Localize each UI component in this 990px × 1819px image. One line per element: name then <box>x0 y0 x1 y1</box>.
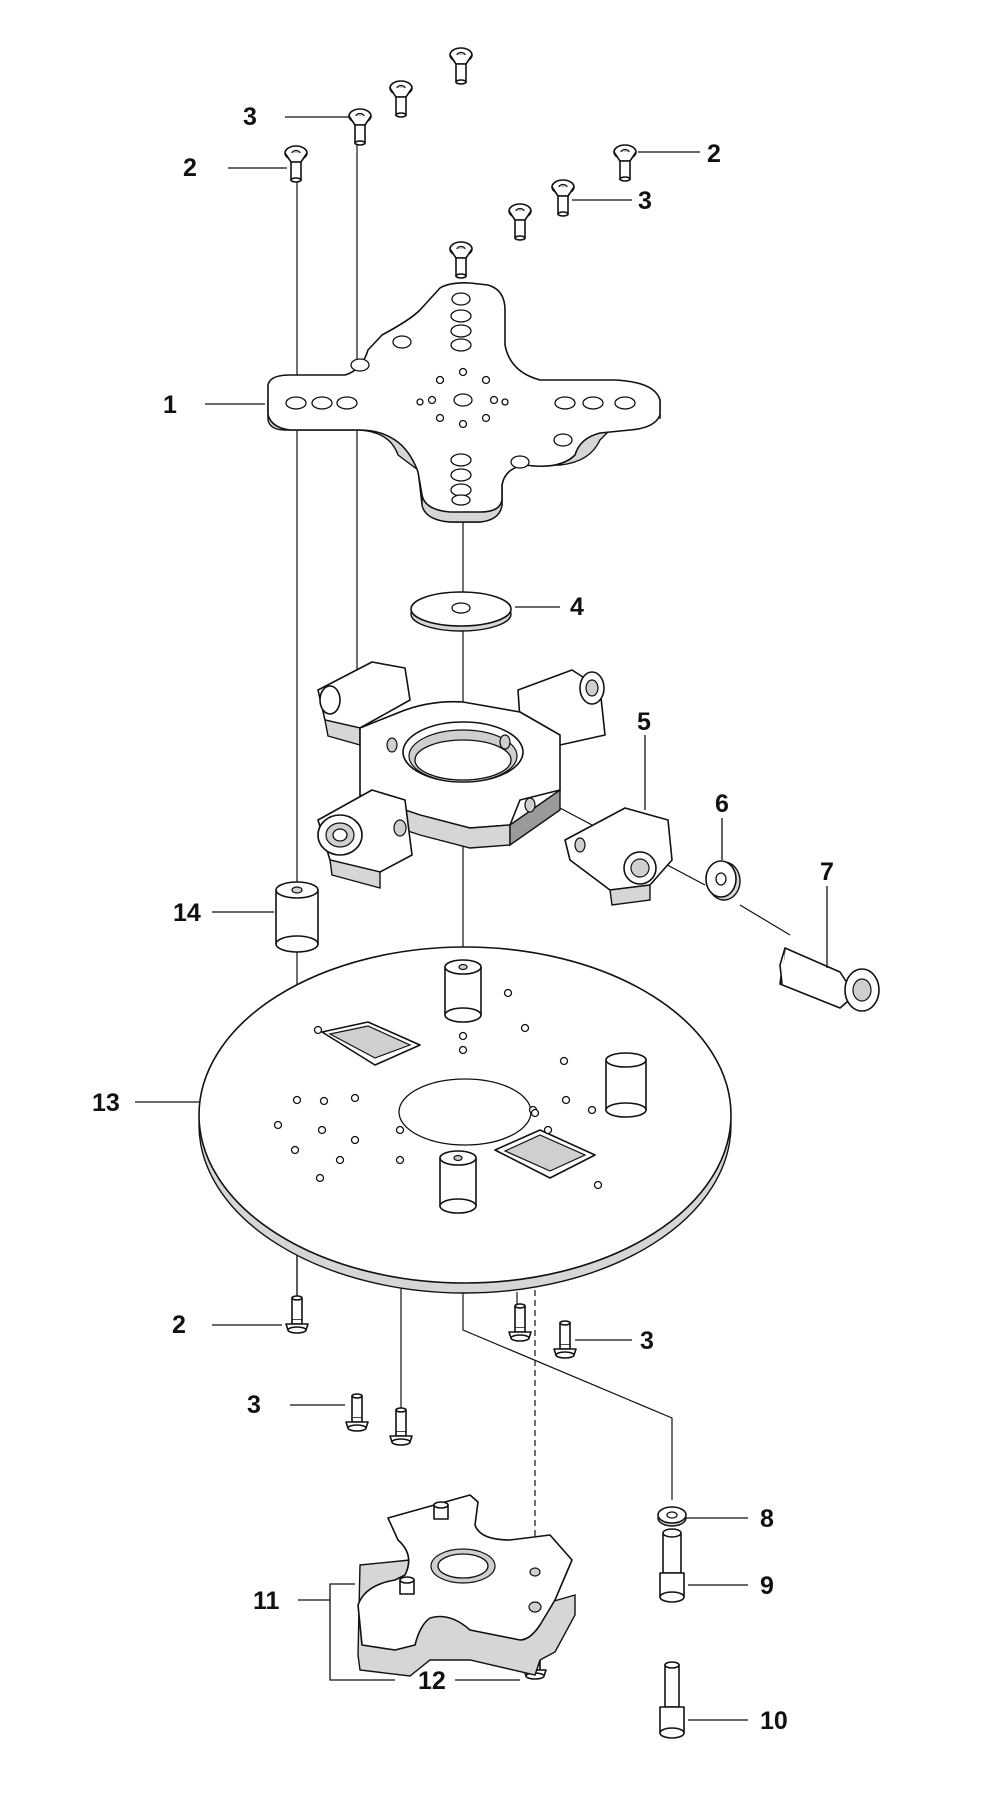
callout-2: 2 <box>183 154 197 182</box>
base-disc <box>198 946 732 1294</box>
callout-3: 3 <box>247 1391 261 1419</box>
lower-bracket-plate <box>357 1494 576 1677</box>
screw-2-right <box>613 144 637 182</box>
callout-8: 8 <box>760 1505 774 1533</box>
callout-3: 3 <box>243 103 257 131</box>
small-washer <box>705 860 741 901</box>
spacer-sleeve <box>275 881 319 953</box>
screw-2-bottom <box>285 1295 309 1334</box>
callout-10: 10 <box>760 1707 788 1735</box>
screw-3-bottom-left <box>345 1393 369 1432</box>
screw-3-left <box>348 108 372 146</box>
callout-labels: 3 2 2 3 1 4 5 6 7 14 13 2 3 3 8 9 11 12 … <box>92 103 834 1735</box>
callout-3: 3 <box>638 187 652 215</box>
screw-under-disc-b <box>389 1407 413 1446</box>
callout-6: 6 <box>715 790 729 818</box>
callout-2: 2 <box>707 140 721 168</box>
washer-bottom <box>657 1506 687 1527</box>
cap-screw-horizontal <box>779 947 880 1012</box>
callout-11: 11 <box>253 1587 280 1615</box>
leader-lines <box>135 116 828 1721</box>
top-cross-plate <box>267 282 661 523</box>
callout-1: 1 <box>163 391 177 419</box>
callout-2: 2 <box>172 1311 186 1339</box>
callout-14: 14 <box>173 899 201 927</box>
screw-top-d <box>449 241 473 279</box>
shoulder-bolt <box>659 1528 685 1603</box>
screw-2-left <box>284 145 308 183</box>
callout-12: 12 <box>418 1667 446 1695</box>
callout-13: 13 <box>92 1089 120 1117</box>
screw-top-a <box>449 47 473 85</box>
spider-hub-assembly <box>317 661 673 906</box>
callout-4: 4 <box>570 593 584 621</box>
screw-3-right <box>551 179 575 217</box>
top-screws <box>284 47 637 279</box>
callout-5: 5 <box>637 708 651 736</box>
socket-bolt <box>659 1661 685 1739</box>
callout-3: 3 <box>640 1327 654 1355</box>
callout-9: 9 <box>760 1572 774 1600</box>
large-washer <box>410 591 512 632</box>
screw-top-b <box>389 80 413 118</box>
screw-under-disc-a <box>508 1303 532 1342</box>
screw-top-c <box>508 203 532 241</box>
callout-7: 7 <box>820 858 834 886</box>
screw-3-bottom-right <box>553 1320 577 1359</box>
